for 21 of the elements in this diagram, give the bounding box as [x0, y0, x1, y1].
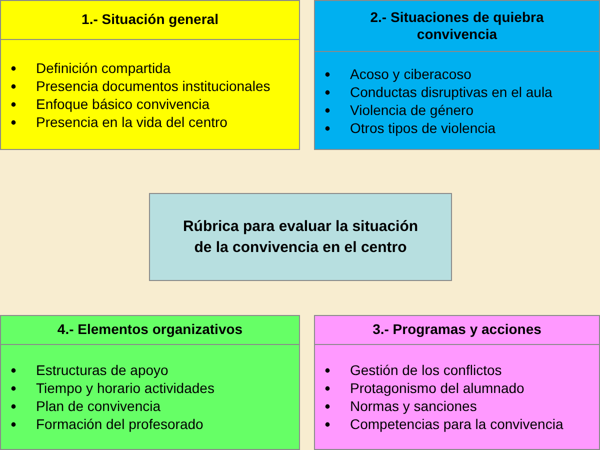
list-item: Presencia documentos institucionales	[9, 76, 299, 94]
list-item: Otros tipos de violencia	[323, 118, 599, 136]
list-item: Estructuras de apoyo	[9, 361, 299, 379]
list-item: Acoso y ciberacoso	[323, 64, 599, 82]
list-item: Enfoque básico convivencia	[9, 94, 299, 112]
list-item: Gestión de los conflictos	[323, 361, 599, 379]
list-item: Conductas disruptivas en el aula	[323, 82, 599, 100]
list-item: Formación del profesorado	[9, 415, 299, 433]
section-heading: 2.- Situaciones de quiebra convivencia	[314, 0, 600, 52]
list-item: Competencias para la convivencia	[323, 415, 599, 433]
list-item: Tiempo y horario actividades	[9, 379, 299, 397]
section-heading: 1.- Situación general	[0, 0, 300, 40]
list-item: Normas y sanciones	[323, 397, 599, 415]
list-item: Presencia en la vida del centro	[9, 112, 299, 130]
title-box: Rúbrica para evaluar la situación de la convivencia en el centro	[149, 193, 452, 281]
list-item: Protagonismo del alumnado	[323, 379, 599, 397]
list-item: Violencia de género	[323, 100, 599, 118]
list-item: Plan de convivencia	[9, 397, 299, 415]
section-heading: 4.- Elementos organizativos	[0, 315, 300, 345]
section-heading: 3.- Programas y acciones	[314, 315, 600, 345]
list-item: Definición compartida	[9, 58, 299, 76]
